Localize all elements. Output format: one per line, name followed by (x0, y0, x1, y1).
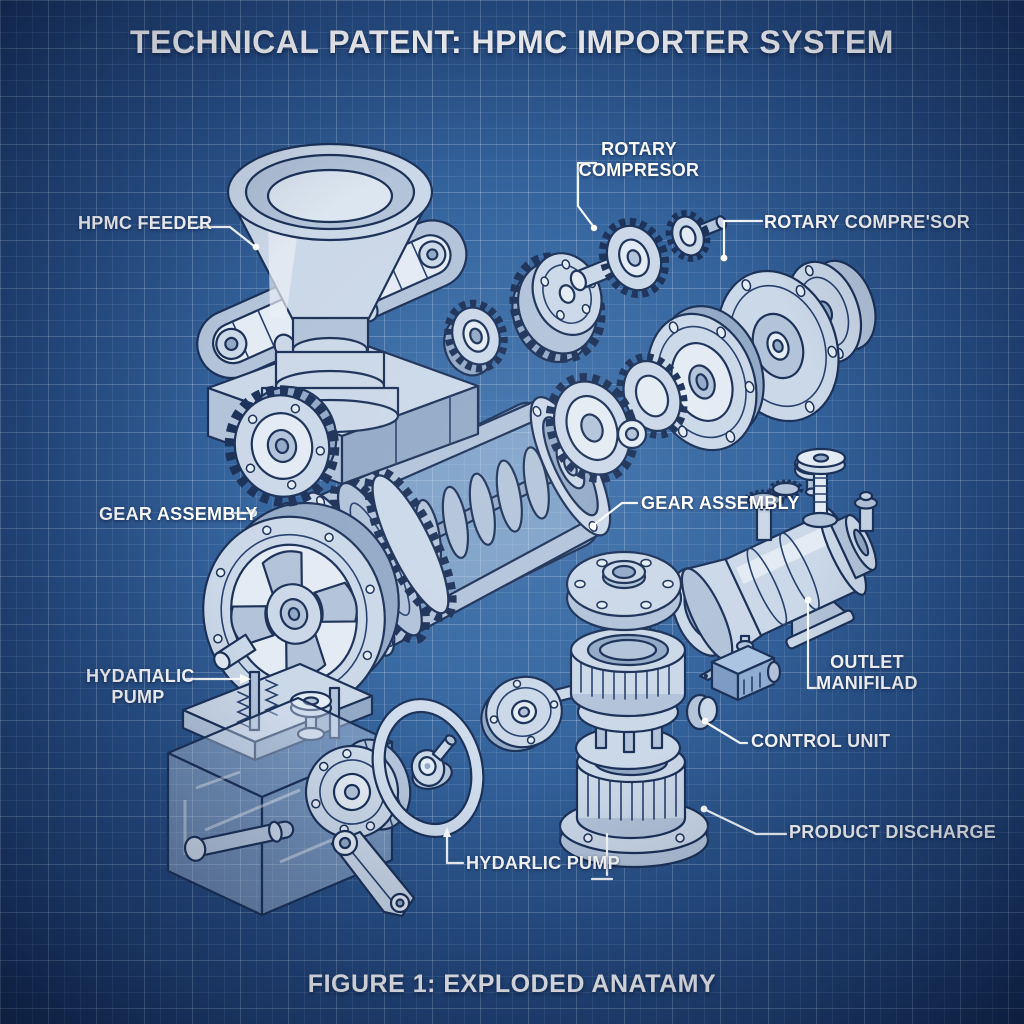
label-gear-assembly-right: GEAR ASSEMBLY (641, 493, 800, 513)
outlet-manifold-part (670, 447, 879, 662)
label-product-discharge: PRODUCT DISCHARGE (789, 822, 997, 842)
label-outlet-manifold: OUTLET MANIFILAD (816, 652, 918, 693)
label-hydraulic-pump-left: HYDAΠALIC PUMP (86, 666, 195, 707)
figure-caption: FIGURE 1: EXPLODED ANATAMY (307, 970, 717, 998)
label-rotary-compresor-right: ROTARY COMPRE'SOR (764, 212, 971, 232)
label-control-unit: CONTROL UNIT (751, 731, 891, 751)
page-title: TECHNICAL PATENT: HPMC IMPORTER SYSTEM (130, 24, 894, 60)
label-rotary-compresor-top: ROTARY COMPRESOR (578, 139, 700, 180)
label-gear-assembly-left: GEAR ASSEMBLY (99, 504, 258, 524)
label-hydraulic-pump-bottom: HYDARLIC PUMP (466, 853, 620, 873)
label-hpmc-feeder: HPMC FEEDER (78, 213, 213, 233)
hydraulic-pump-part (166, 662, 592, 918)
